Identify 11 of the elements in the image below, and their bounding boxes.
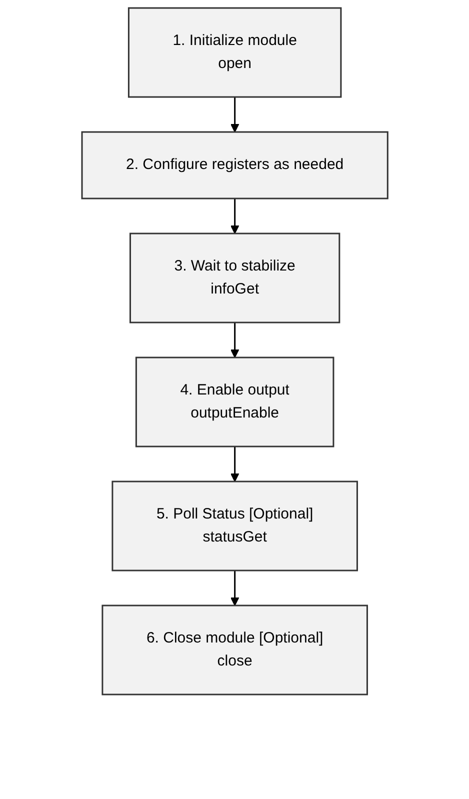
node-box: 3. Wait to stabilize infoGet <box>129 232 340 324</box>
arrow <box>230 97 239 132</box>
node-box: 6. Close module [Optional] close <box>101 604 368 696</box>
node-box: 2. Configure registers as needed <box>80 131 388 200</box>
arrow <box>230 446 239 482</box>
node-box: 4. Enable output outputEnable <box>135 356 334 448</box>
arrow <box>230 570 239 606</box>
node-box: 1. Initialize module open <box>128 7 342 98</box>
arrow <box>230 322 239 358</box>
arrow <box>230 198 239 234</box>
node-box: 5. Poll Status [Optional] statusGet <box>111 480 358 572</box>
